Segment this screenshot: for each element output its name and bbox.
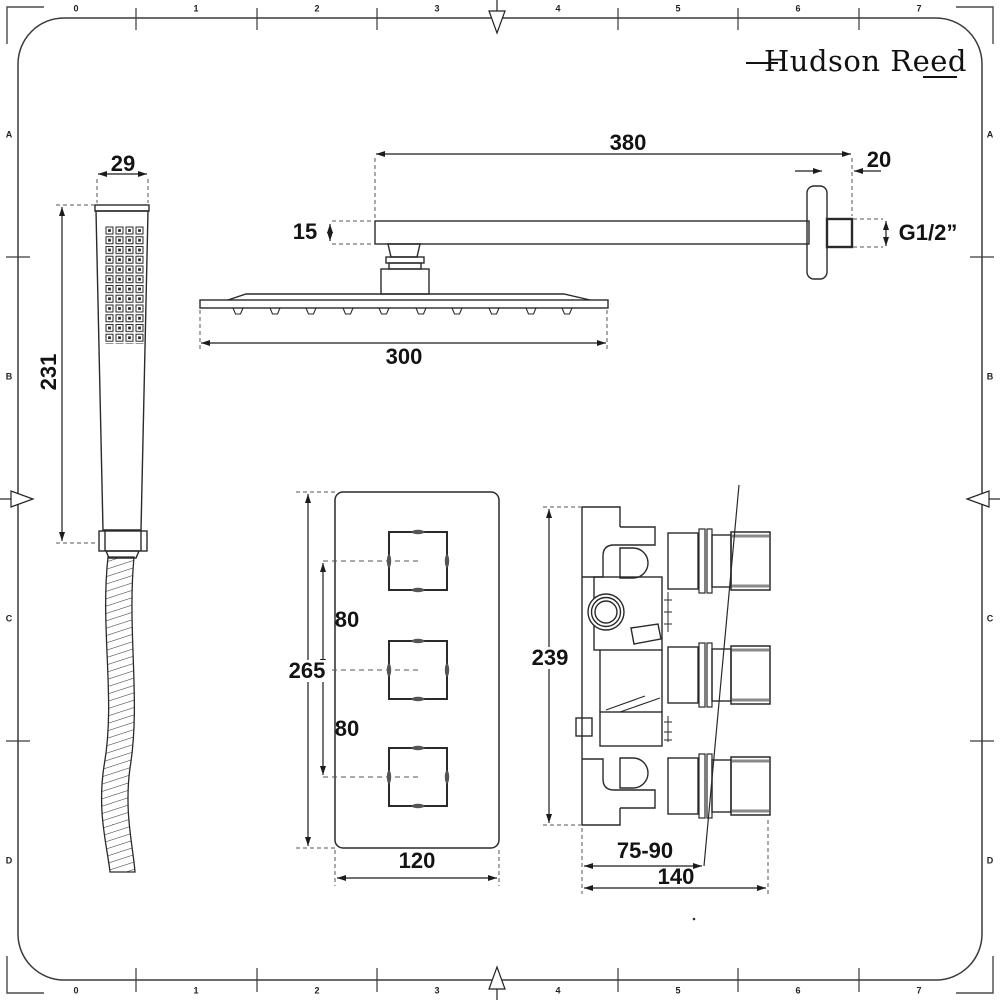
ruler-top-6: 6 (795, 3, 801, 14)
ruler-right-a: A (986, 129, 994, 140)
wall-arm (374, 220, 810, 245)
handset-drawing (94, 204, 150, 873)
ruler-left-c: C (5, 613, 13, 624)
dim-head-width: 300 (385, 344, 423, 369)
hose (100, 556, 136, 873)
dim-knob-spacing-upper: 80 (334, 607, 360, 632)
brand-logo: Hudson Reed (764, 44, 967, 78)
hose-connector (104, 550, 141, 559)
dim-plate-height: 265 (285, 660, 329, 682)
ruler-top-0: 0 (73, 3, 79, 14)
valve-cartridge (667, 753, 771, 819)
top-bracket (582, 526, 656, 578)
ruler-top-4: 4 (555, 3, 561, 14)
shower-head-dimensions (199, 151, 889, 352)
knob-grips (386, 529, 450, 809)
ruler-bottom-0: 0 (73, 985, 79, 996)
funnel-hatch (605, 695, 661, 713)
speck (692, 917, 696, 921)
ruler-bottom-5: 5 (675, 985, 681, 996)
cartridge-tab (630, 623, 662, 645)
valve-front-dimensions (296, 491, 500, 886)
ruler-right-b: B (986, 371, 994, 382)
valve-cartridge (667, 528, 771, 594)
handset-nozzle-grid (105, 226, 145, 344)
head-plate-bevel (227, 293, 591, 301)
ruler-right-d: D (986, 855, 994, 866)
corner-crop-marks (6, 6, 994, 994)
dim-handset-width: 29 (110, 151, 136, 176)
valve-side-drawing (575, 484, 771, 867)
handset-nut (98, 530, 148, 552)
ruler-left-a: A (5, 129, 13, 140)
ruler-ticks (6, 8, 994, 992)
dim-valve-height: 239 (528, 647, 572, 669)
arm-stem (387, 243, 421, 258)
valve-back-plate (581, 506, 621, 826)
sheet-frame (17, 17, 983, 981)
bottom-bracket (582, 758, 656, 809)
ruler-top-5: 5 (675, 3, 681, 14)
logo-accents (746, 62, 957, 78)
dim-thread-length: 20 (866, 147, 892, 172)
ruler-left-d: D (5, 855, 13, 866)
ruler-bottom-2: 2 (314, 985, 320, 996)
dim-arm-length: 380 (609, 130, 647, 155)
ruler-right-c: C (986, 613, 994, 624)
ruler-bottom-3: 3 (434, 985, 440, 996)
shower-head-drawing (199, 185, 854, 315)
ruler-bottom-1: 1 (193, 985, 199, 996)
handset-body (95, 210, 149, 531)
dim-plate-width: 120 (398, 848, 436, 873)
wall-plate (806, 185, 828, 280)
thread-connector (825, 217, 854, 249)
side-tab (575, 717, 593, 737)
wall-plane-line (703, 484, 740, 867)
valve-cartridge (667, 642, 771, 708)
head-mount-block (380, 268, 430, 295)
head-plate (199, 299, 609, 309)
ruler-bottom-4: 4 (555, 985, 561, 996)
ruler-top-3: 3 (434, 3, 440, 14)
handset-dimensions (56, 171, 149, 544)
dim-recess-depth: 75-90 (616, 838, 674, 863)
ruler-top-1: 1 (193, 3, 199, 14)
ruler-bottom-6: 6 (795, 985, 801, 996)
ruler-top-7: 7 (916, 3, 922, 14)
dim-handset-height: 231 (36, 353, 61, 391)
dim-knob-spacing-lower: 80 (334, 716, 360, 741)
dim-arm-thickness: 15 (292, 219, 318, 244)
ruler-left-b: B (5, 371, 13, 382)
dim-valve-depth: 140 (657, 864, 695, 889)
ruler-bottom-7: 7 (916, 985, 922, 996)
handset-cap (94, 204, 150, 212)
dim-thread-size: G1/2” (898, 220, 958, 245)
head-nozzles (232, 307, 573, 315)
ruler-top-2: 2 (314, 3, 320, 14)
